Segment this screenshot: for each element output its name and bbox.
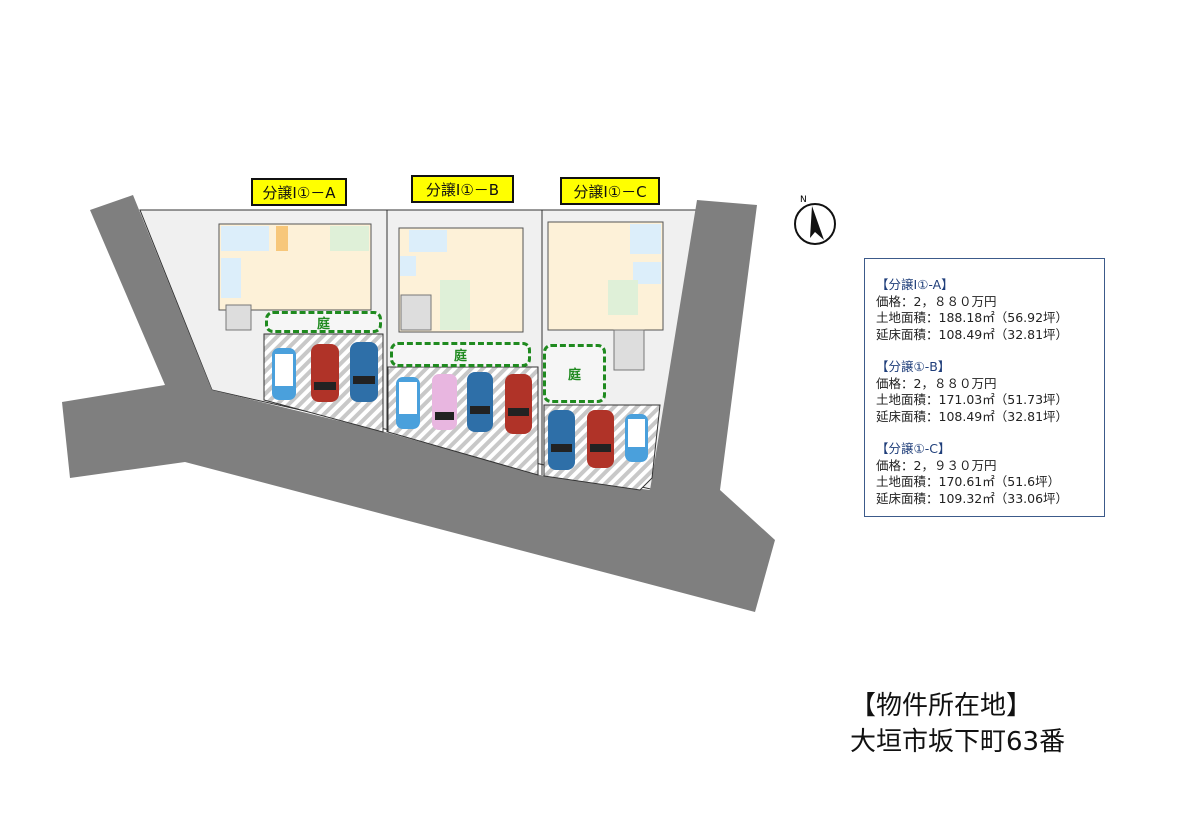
address-value: 大垣市坂下町63番 [850,727,1066,757]
info-title: 【分譲①-B】 [876,359,951,374]
floor-plan-c [547,221,664,371]
address-heading: 【物件所在地】 [850,691,1033,721]
property-info-box: 【分譲Ⅰ①-A】 価格：2，８８０万円 土地面積：188.18㎡（56.92坪）… [864,258,1105,517]
car [311,344,339,402]
info-land-area: 土地面積：170.61㎡（51.6坪） [876,474,1061,489]
property-address: 【物件所在地】 大垣市坂下町63番 [850,688,1065,760]
lot-label-b: 分譲Ⅰ①－B [411,175,514,203]
info-floor-area: 延床面積：109.32㎡（33.06坪） [876,490,1069,506]
cars [272,342,648,470]
info-lot-c: 【分譲①-C】 価格：2，９３０万円 土地面積：170.61㎡（51.6坪） 延… [876,441,1104,507]
car [505,374,532,434]
car [432,374,457,430]
car [587,410,614,468]
info-floor-area: 延床面積：108.49㎡（32.81坪） [876,326,1069,342]
info-title: 【分譲①-C】 [876,441,951,456]
compass-n-label: N [800,195,807,205]
lot-label-c: 分譲Ⅰ①－C [560,177,660,205]
lot-label-a: 分譲Ⅰ①－A [251,178,347,206]
car [467,372,493,432]
info-land-area: 土地面積：171.03㎡（51.73坪） [876,392,1069,407]
info-title: 【分譲Ⅰ①-A】 [876,277,954,292]
info-land-area: 土地面積：188.18㎡（56.92坪） [876,310,1069,325]
car [548,410,575,470]
info-lot-b: 【分譲①-B】 価格：2，８８０万円 土地面積：171.03㎡（51.73坪） … [876,359,1104,425]
parking-b [387,366,539,476]
garden-b: 庭 [390,342,531,367]
info-price: 価格：2，９３０万円 [876,457,997,473]
north-arrow: N [792,192,840,254]
car [350,342,378,402]
garden-c: 庭 [543,344,606,403]
info-floor-area: 延床面積：108.49㎡（32.81坪） [876,408,1069,424]
info-lot-a: 【分譲Ⅰ①-A】 価格：2，８８０万円 土地面積：188.18㎡（56.92坪）… [876,277,1104,343]
floor-plan-a [218,223,372,331]
road [62,195,775,612]
floor-plan-b [398,227,524,333]
info-price: 価格：2，８８０万円 [876,293,997,309]
info-price: 価格：2，８８０万円 [876,375,997,391]
garden-a: 庭 [265,311,382,333]
